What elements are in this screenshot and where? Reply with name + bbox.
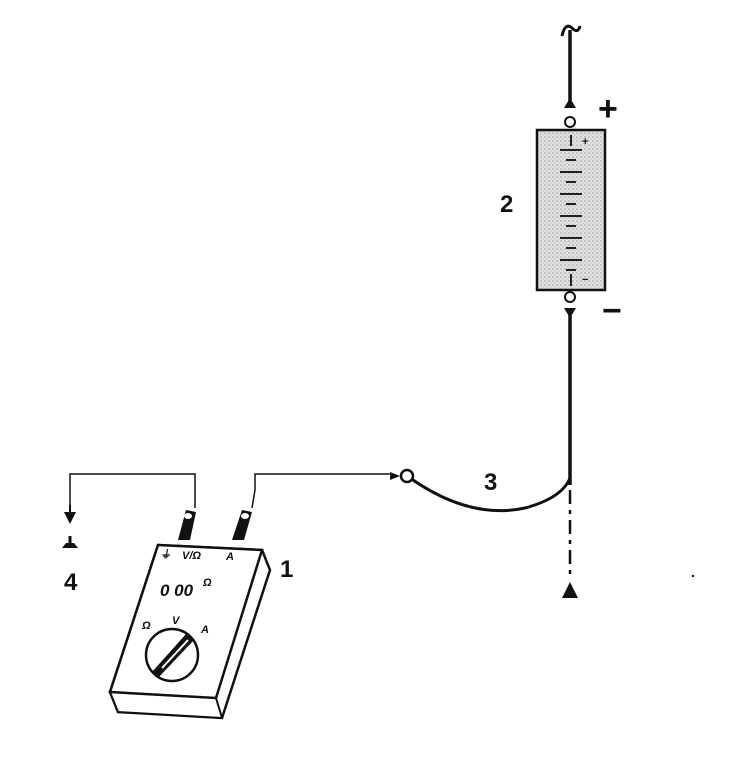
- negative-sign: −: [602, 292, 622, 330]
- terminal-com-label: ⏚: [160, 549, 171, 561]
- multimeter: ⏚ V/Ω A 0 00 Ω Ω V A: [108, 510, 272, 720]
- dial-ohm-label: Ω: [141, 620, 151, 632]
- svg-text:+: +: [582, 136, 588, 148]
- negative-lead: [562, 291, 578, 598]
- battery-label: 2: [500, 191, 513, 218]
- scan-speck: [691, 574, 695, 578]
- test-cable: [390, 468, 572, 513]
- meter-display: 0 00: [160, 581, 194, 600]
- multimeter-label: 1: [280, 556, 293, 583]
- top-lead: [560, 24, 582, 128]
- probe-plugs: [178, 510, 252, 540]
- probe-wires: [69, 473, 392, 509]
- terminal-volt-ohm-label: V/Ω: [182, 550, 201, 562]
- ground-point: [62, 505, 78, 548]
- dial-amp-label: A: [200, 624, 209, 636]
- ground-label: 4: [64, 569, 78, 596]
- positive-sign: +: [598, 90, 618, 128]
- meter-display-unit: Ω: [202, 577, 212, 589]
- dial-volt-label: V: [172, 615, 181, 627]
- battery: + −: [535, 128, 607, 292]
- selector-dial[interactable]: [144, 627, 200, 683]
- terminal-amp-label: A: [225, 551, 234, 563]
- svg-text:−: −: [582, 274, 588, 286]
- battery-cells: [560, 135, 582, 286]
- cable-label: 3: [484, 469, 497, 496]
